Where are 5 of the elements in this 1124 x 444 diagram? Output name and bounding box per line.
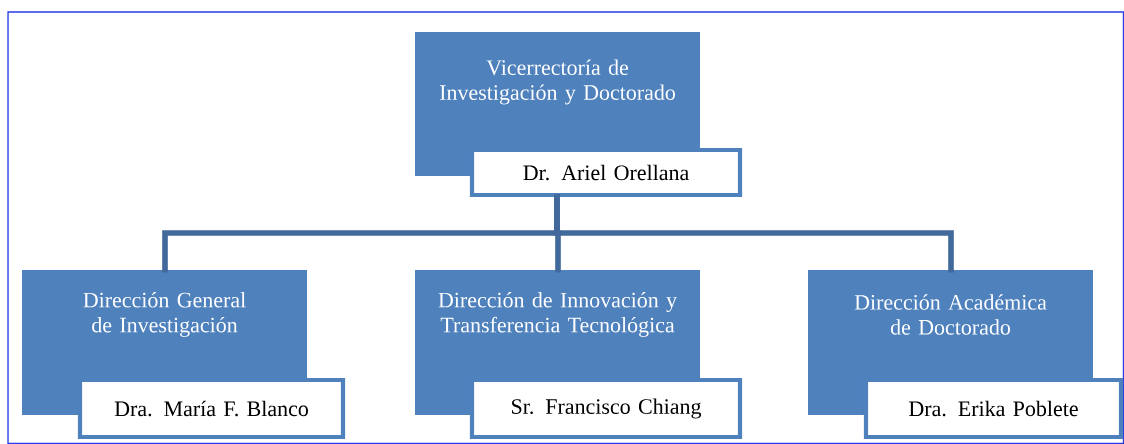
name-box: Dra. María F. Blanco [77, 377, 346, 440]
connector-line [554, 194, 954, 273]
name-box: Dra. Erika Poblete [863, 377, 1124, 440]
name-box: Dr. Ariel Orellana [469, 147, 743, 198]
name-box: Sr. Francisco Chiang [469, 377, 743, 440]
